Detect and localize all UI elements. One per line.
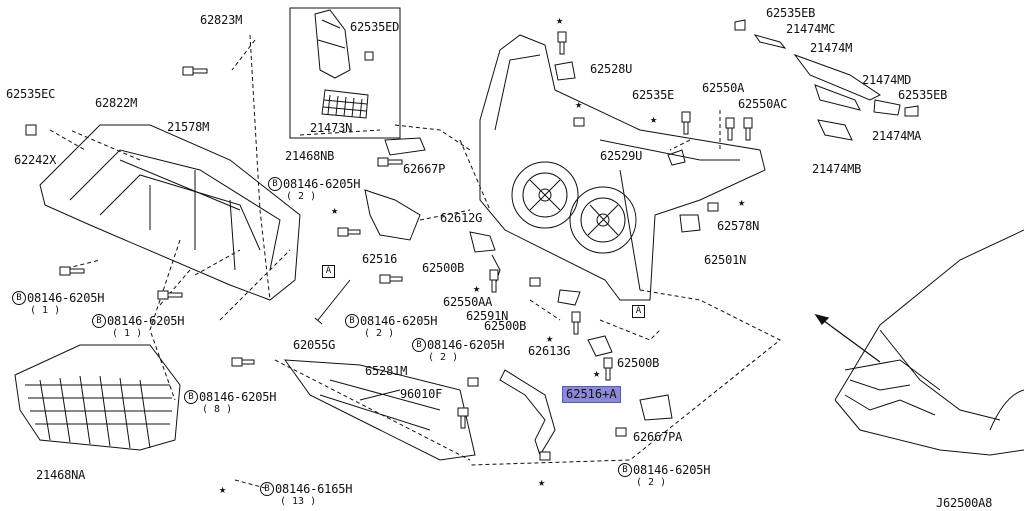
star-marker: ★ — [473, 281, 481, 295]
circle-b-marker: B — [92, 314, 106, 328]
label-62500B-b: 62500B — [484, 319, 527, 333]
label-21474MB: 21474MB — [812, 162, 862, 176]
bolt-qty: ( 2 ) — [286, 191, 317, 202]
diagram-code: J62500A8 — [936, 496, 993, 510]
inset-box — [289, 7, 401, 139]
area-a-marker: A — [632, 305, 645, 318]
bolt-qty: ( 13 ) — [280, 496, 317, 507]
label-62242X: 62242X — [14, 153, 57, 167]
label-21468NB: 21468NB — [285, 149, 335, 163]
bolt-label: 08146-6205H — [199, 390, 277, 404]
label-62550AC: 62550AC — [738, 97, 788, 111]
label-62822M: 62822M — [95, 96, 138, 110]
area-a-marker: A — [322, 265, 335, 278]
circle-b-marker: B — [260, 482, 274, 496]
star-marker: ★ — [650, 112, 658, 126]
label-62591N: 62591N — [466, 309, 509, 323]
label-21474MD: 21474MD — [862, 73, 912, 87]
label-62528U: 62528U — [590, 62, 633, 76]
label-62500B-a: 62500B — [422, 261, 465, 275]
label-21474MA: 21474MA — [872, 129, 922, 143]
circle-b-marker: B — [268, 177, 282, 191]
label-62578N: 62578N — [717, 219, 760, 233]
star-marker: ★ — [331, 203, 339, 217]
bolt-qty: ( 2 ) — [364, 328, 395, 339]
star-marker: ★ — [738, 195, 746, 209]
label-21468NA: 21468NA — [36, 468, 86, 482]
bolt-label: 08146-6205H — [633, 463, 711, 477]
label-62500B-c: 62500B — [617, 356, 660, 370]
circle-b-marker: B — [412, 338, 426, 352]
circle-b-marker: B — [345, 314, 359, 328]
label-62612G: 62612G — [440, 211, 483, 225]
bolt-label: 08146-6165H — [275, 482, 353, 496]
label-62501N: 62501N — [704, 253, 747, 267]
label-62667PA: 62667PA — [633, 430, 683, 444]
label-21578M: 21578M — [167, 120, 210, 134]
label-62535EC: 62535EC — [6, 87, 56, 101]
star-marker: ★ — [546, 331, 554, 345]
circle-b-marker: B — [12, 291, 26, 305]
label-62535EB-top: 62535EB — [766, 6, 816, 20]
bolt-label: 08146-6205H — [427, 338, 505, 352]
label-62823M: 62823M — [200, 13, 243, 27]
label-21474M: 21474M — [810, 41, 853, 55]
label-62550AA: 62550AA — [443, 295, 493, 309]
label-62535EB-right: 62535EB — [898, 88, 948, 102]
label-96010F: 96010F — [400, 387, 443, 401]
label-65281M: 65281M — [365, 364, 408, 378]
label-62516-A-highlighted[interactable]: 62516+A — [562, 386, 621, 403]
star-marker: ★ — [538, 475, 546, 489]
label-62613G: 62613G — [528, 344, 571, 358]
bolt-qty: ( 2 ) — [428, 352, 459, 363]
star-marker: ★ — [593, 366, 601, 380]
bolt-label: 08146-6205H — [27, 291, 105, 305]
label-62516: 62516 — [362, 252, 398, 266]
label-62055G: 62055G — [293, 338, 336, 352]
bolt-qty: ( 8 ) — [202, 404, 233, 415]
label-62535ED: 62535ED — [350, 20, 400, 34]
bolt-label: 08146-6205H — [107, 314, 185, 328]
label-62529U: 62529U — [600, 149, 643, 163]
label-21474MC: 21474MC — [786, 22, 836, 36]
label-62550A: 62550A — [702, 81, 745, 95]
bolt-label: 08146-6205H — [360, 314, 438, 328]
label-21473N: 21473N — [310, 121, 353, 135]
bolt-qty: ( 2 ) — [636, 477, 667, 488]
bolt-qty: ( 1 ) — [30, 305, 61, 316]
star-marker: ★ — [556, 13, 564, 27]
bolt-qty: ( 1 ) — [112, 328, 143, 339]
star-marker: ★ — [575, 97, 583, 111]
star-marker: ★ — [219, 482, 227, 496]
label-62535E: 62535E — [632, 88, 675, 102]
bolt-label: 08146-6205H — [283, 177, 361, 191]
label-62667P: 62667P — [403, 162, 446, 176]
circle-b-marker: B — [618, 463, 632, 477]
circle-b-marker: B — [184, 390, 198, 404]
